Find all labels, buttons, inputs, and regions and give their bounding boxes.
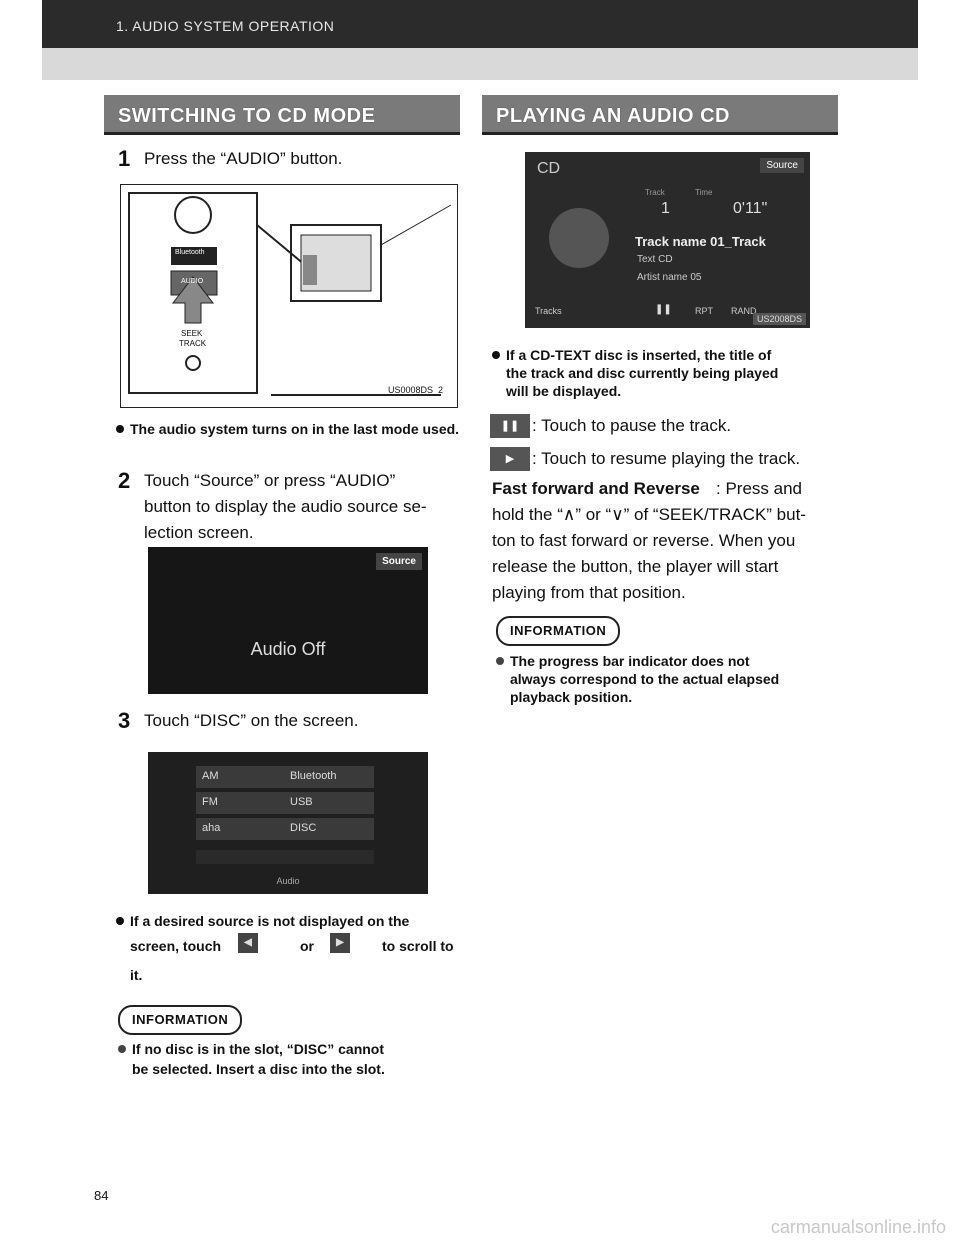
ff-line1: : Press and xyxy=(716,479,802,498)
bullet-last-mode: The audio system turns on in the last mo… xyxy=(116,420,460,460)
ff-heading: Fast forward and Reverse xyxy=(492,479,700,498)
bullet-text: screen, touch xyxy=(130,938,222,954)
resume-row: ▶ : Touch to resume playing the track. xyxy=(490,447,840,473)
bullet-scroll-line1: If a desired source is not displayed on … xyxy=(116,912,464,932)
play-icon: ▶ xyxy=(490,447,530,471)
info-line3: playback position. xyxy=(510,689,633,705)
bullet-dot xyxy=(492,351,500,359)
source-bluetooth[interactable]: Bluetooth xyxy=(290,770,337,782)
chapter-bar: 1. AUDIO SYSTEM OPERATION xyxy=(42,0,918,48)
cd-mode-label: CD xyxy=(537,160,561,177)
source-row-1: AM Bluetooth xyxy=(196,766,374,788)
info-line1: If no disc is in the slot, “DISC” cannot xyxy=(132,1041,385,1057)
info-note-right: The progress bar indicator does not alwa… xyxy=(496,652,840,710)
source-disc[interactable]: DISC xyxy=(290,822,317,834)
step-1: 1 Press the “AUDIO” button. xyxy=(118,146,458,174)
info-line1: The progress bar indicator does not xyxy=(510,653,750,669)
info-note-left: If no disc is in the slot, “DISC” cannot… xyxy=(118,1040,462,1080)
section-heading-left: SWITCHING TO CD MODE xyxy=(104,95,460,135)
source-row-2: FM USB xyxy=(196,792,374,814)
dashboard-illustration xyxy=(128,192,452,396)
bullet-or: or xyxy=(300,938,314,954)
track-number: 1 xyxy=(661,200,670,217)
audio-bottom-label: Audio xyxy=(276,876,300,886)
source-button[interactable]: Source xyxy=(376,553,422,570)
fast-forward-paragraph: Fast forward and Reverse : Press and hol… xyxy=(492,476,842,616)
step-text-line1: Touch “Source” or press “AUDIO” xyxy=(144,471,396,490)
source-fm[interactable]: FM xyxy=(202,796,218,808)
figure-tag: US2008DS xyxy=(752,313,806,325)
bullet-text: to scroll to xyxy=(382,938,454,954)
figure-cd-player: CD Source Track Time 1 0'11" Track name … xyxy=(525,152,810,328)
bullet-line2: the track and disc currently being playe… xyxy=(506,365,779,381)
step-text-line3: lection screen. xyxy=(144,523,254,542)
step-3: 3 Touch “DISC” on the screen. xyxy=(118,708,458,736)
fig-label-audio: AUDIO xyxy=(181,278,204,285)
time-label: Time xyxy=(695,188,713,197)
step-number: 2 xyxy=(118,468,131,493)
step-text: Press the “AUDIO” button. xyxy=(144,149,343,168)
info-line2: always correspond to the actual elapsed xyxy=(510,671,780,687)
resume-text: : Touch to resume playing the track. xyxy=(532,449,801,468)
bullet-scroll-line3: it. xyxy=(116,966,464,986)
ff-line4: release the button, the player will star… xyxy=(492,557,779,576)
scroll-bar[interactable] xyxy=(196,850,374,864)
track-label: Track xyxy=(645,188,665,197)
figure-source-list: AM Bluetooth FM USB aha DISC Audio xyxy=(148,752,428,894)
step-number: 3 xyxy=(118,708,131,733)
tracks-button[interactable]: Tracks xyxy=(535,306,562,316)
source-usb[interactable]: USB xyxy=(290,796,313,808)
bullet-scroll-line2: screen, touch ◀ or ▶ to scroll to xyxy=(116,933,464,961)
bullet-dot xyxy=(496,657,504,665)
bullet-text: If a desired source is not displayed on … xyxy=(130,913,410,929)
step-text-line2: button to display the audio source se- xyxy=(144,497,427,516)
sub-bar xyxy=(42,48,918,80)
figure-tag: US0008DS_2 xyxy=(387,385,443,395)
chapter-title: 1. AUDIO SYSTEM OPERATION xyxy=(116,18,335,34)
figure-audio-off-screen: Source Audio Off xyxy=(148,547,428,694)
rand-button[interactable]: RAND xyxy=(731,306,757,316)
pause-icon: ❚❚ xyxy=(490,414,530,438)
ff-line2: hold the “∧” or “∨” of “SEEK/TRACK” but- xyxy=(492,505,806,524)
bullet-text: The audio system turns on in the last mo… xyxy=(130,421,460,437)
artist-name: Artist name 05 xyxy=(637,272,702,283)
bullet-dot xyxy=(116,425,124,433)
page-number: 84 xyxy=(94,1188,109,1203)
pause-text: : Touch to pause the track. xyxy=(532,416,732,435)
ff-line3: ton to fast forward or reverse. When you xyxy=(492,531,796,550)
bullet-line1: If a CD-TEXT disc is inserted, the title… xyxy=(506,347,772,363)
cd-source-button[interactable]: Source xyxy=(760,158,804,173)
pause-icon[interactable]: ❚❚ xyxy=(655,304,672,315)
scroll-left-button[interactable]: ◀ xyxy=(238,933,258,953)
fig-label-seek: SEEK xyxy=(181,329,203,338)
info-badge-left: INFORMATION xyxy=(118,1005,243,1035)
track-name: Track name 01_Track xyxy=(635,234,766,249)
fig-label-bluetooth: Bluetooth xyxy=(175,249,205,256)
section-heading-right: PLAYING AN AUDIO CD xyxy=(482,95,838,135)
step-text: Touch “DISC” on the screen. xyxy=(144,711,359,730)
ff-line5: playing from that position. xyxy=(492,583,686,602)
bullet-dot xyxy=(116,917,124,925)
info-line2: be selected. Insert a disc into the slot… xyxy=(132,1061,385,1077)
rpt-button[interactable]: RPT xyxy=(695,306,713,316)
source-am[interactable]: AM xyxy=(202,770,219,782)
pause-row: ❚❚ : Touch to pause the track. xyxy=(490,414,840,440)
watermark: carmanualsonline.info xyxy=(770,1217,946,1237)
bullet-dot xyxy=(118,1045,126,1053)
step-number: 1 xyxy=(118,146,131,171)
bullet-text: it. xyxy=(130,967,143,983)
bullet-line3: will be displayed. xyxy=(506,383,622,399)
scroll-right-button[interactable]: ▶ xyxy=(330,933,350,953)
audio-off-text: Audio Off xyxy=(250,639,326,659)
source-aha[interactable]: aha xyxy=(202,822,221,834)
disc-title: Text CD xyxy=(637,254,673,265)
disc-art-icon xyxy=(549,208,609,268)
step-2: 2 Touch “Source” or press “AUDIO” button… xyxy=(118,468,460,548)
figure-audio-button: Bluetooth AUDIO SEEK TRACK US0008DS_2 xyxy=(120,184,458,408)
elapsed-time: 0'11" xyxy=(733,200,768,217)
bullet-cd-text: If a CD-TEXT disc is inserted, the title… xyxy=(492,346,840,404)
fig-label-track: TRACK xyxy=(179,339,207,348)
source-row-3: aha DISC xyxy=(196,818,374,840)
info-badge-right: INFORMATION xyxy=(496,616,621,646)
